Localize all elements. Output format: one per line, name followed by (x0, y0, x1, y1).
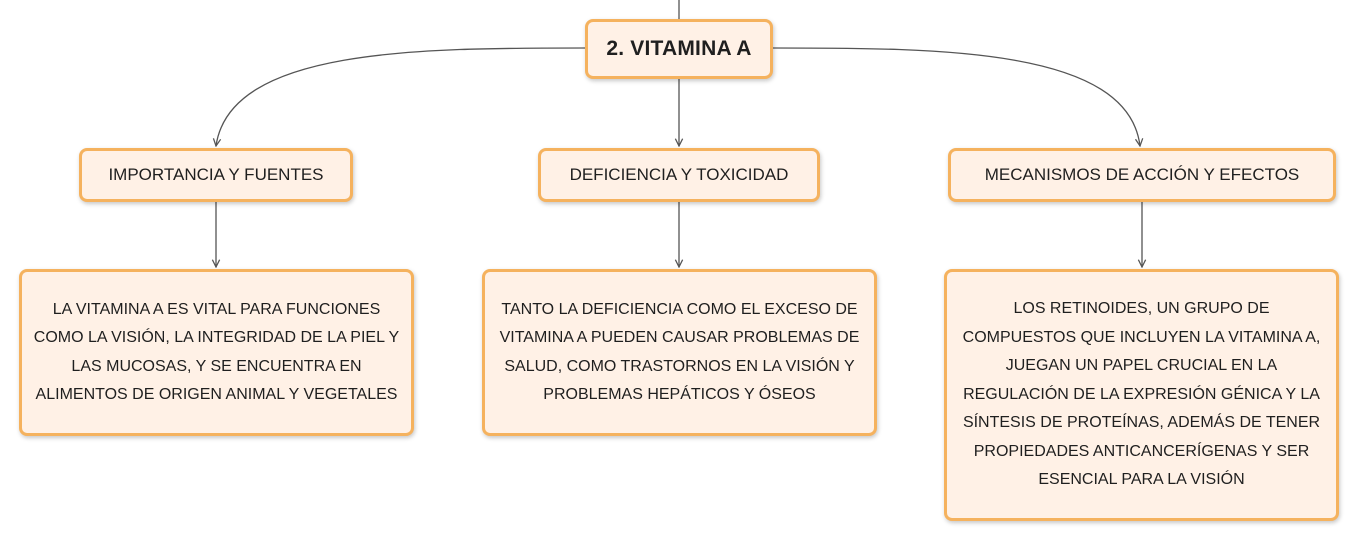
root-node-label: 2. VITAMINA A (606, 37, 752, 60)
detail-node-text: LOS RETINOIDES, UN GRUPO DE COMPUESTOS Q… (962, 300, 1321, 489)
topic-node-label: IMPORTANCIA Y FUENTES (108, 165, 324, 184)
connector-root-to-importancia (216, 47, 586, 146)
detail-node-importancia[interactable]: LA VITAMINA A ES VITAL PARA FUNCIONES CO… (19, 269, 414, 436)
topic-node-deficiencia[interactable]: DEFICIENCIA Y TOXICIDAD (538, 148, 820, 202)
topic-node-label: DEFICIENCIA Y TOXICIDAD (569, 165, 789, 184)
detail-node-text: LA VITAMINA A ES VITAL PARA FUNCIONES CO… (33, 300, 400, 404)
root-node-vitamina-a[interactable]: 2. VITAMINA A (585, 19, 773, 79)
topic-node-importancia[interactable]: IMPORTANCIA Y FUENTES (79, 148, 353, 202)
topic-node-mecanismos[interactable]: MECANISMOS DE ACCIÓN Y EFECTOS (948, 148, 1336, 202)
topic-node-label: MECANISMOS DE ACCIÓN Y EFECTOS (984, 165, 1300, 184)
connector-root-to-mecanismos (772, 47, 1140, 146)
detail-node-text: TANTO LA DEFICIENCIA COMO EL EXCESO DE V… (499, 300, 860, 404)
detail-node-mecanismos[interactable]: LOS RETINOIDES, UN GRUPO DE COMPUESTOS Q… (944, 269, 1339, 521)
detail-node-deficiencia[interactable]: TANTO LA DEFICIENCIA COMO EL EXCESO DE V… (482, 269, 877, 436)
